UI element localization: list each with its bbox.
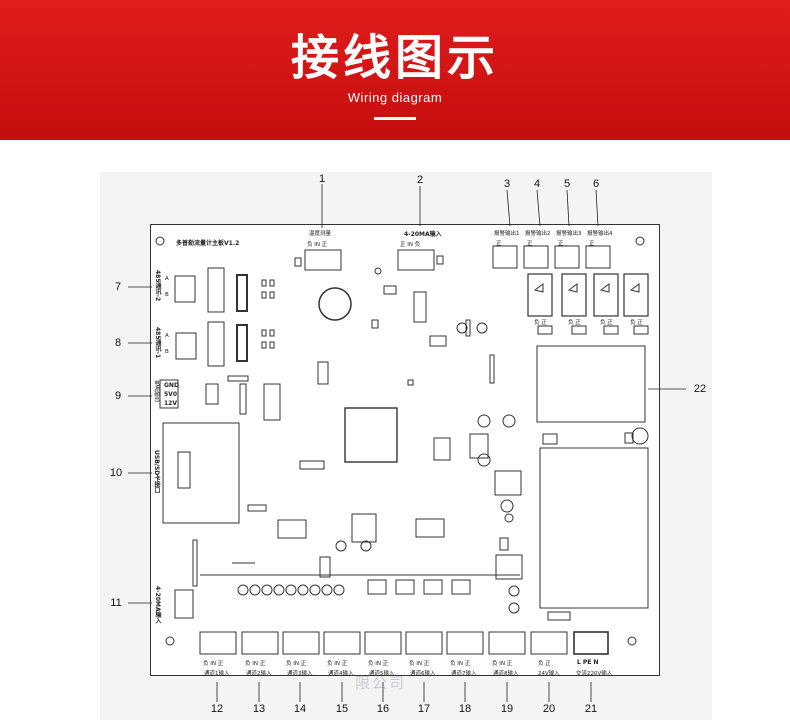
power-pin-5v: 5V0 [164, 391, 177, 398]
power-output-label: 电源输出 [153, 380, 159, 402]
callout-20: 20 [542, 703, 556, 715]
callout-9: 9 [114, 390, 122, 402]
callout-14: 14 [293, 703, 307, 715]
relay-3-pins: 负 正 [600, 320, 613, 326]
alarm-output-1-label: 报警输出1 [494, 231, 520, 237]
callout-21: 21 [584, 703, 598, 715]
rs485-2-pin-a: A [165, 276, 169, 282]
alarm-output-4-label: 报警输出4 [587, 231, 613, 237]
callout-22: 22 [693, 383, 707, 395]
relay-1-pins: 负 正 [534, 320, 547, 326]
callout-8: 8 [114, 337, 122, 349]
analog-input-label: 4-20MA输入 [404, 231, 442, 238]
callout-17: 17 [417, 703, 431, 715]
alarm-output-2-label: 报警输出2 [525, 231, 551, 237]
channel-4-label: 通道4输入 [328, 671, 354, 677]
callout-11: 11 [110, 597, 122, 609]
alarm-2-pin: 正 [527, 241, 533, 247]
banner-subtitle: Wiring diagram [347, 90, 443, 105]
callout-15: 15 [335, 703, 349, 715]
alarm-4-pin: 正 [589, 241, 595, 247]
callout-10: 10 [109, 467, 123, 479]
callout-19: 19 [500, 703, 514, 715]
rs485-2-pin-b: B [165, 292, 169, 298]
alarm-3-pin: 正 [558, 241, 564, 247]
callout-4: 4 [533, 178, 541, 190]
callout-12: 12 [210, 703, 224, 715]
relay-2-pins: 负 正 [568, 320, 581, 326]
board-title: 多普勒流量计主板V1.2 [176, 240, 240, 247]
channel-7-label: 通道7输入 [451, 671, 477, 677]
channel-3-pins: 负 IN 正 [286, 661, 307, 667]
channel-5-label: 通道5输入 [369, 671, 395, 677]
channel-8-pins: 负 IN 正 [492, 661, 513, 667]
rs485-1-pin-b: B [165, 349, 169, 355]
dc24v-pins: 负 正 [538, 661, 551, 667]
channel-4-pins: 负 IN 正 [327, 661, 348, 667]
usb-sd-label: USB/SD卡接口 [153, 450, 160, 494]
header-banner: 接线图示 Wiring diagram [0, 0, 790, 140]
callout-3: 3 [503, 178, 511, 190]
analog-input-pins: 正 IN 负 [400, 242, 421, 248]
relay-4-pins: 负 正 [630, 320, 643, 326]
rs485-1-label: 485通讯-1 [154, 327, 161, 359]
callout-1: 1 [318, 173, 326, 185]
banner-underline [374, 117, 416, 120]
rs485-1-pin-a: A [165, 333, 169, 339]
rs485-2-label: 485通讯-2 [154, 270, 161, 302]
callout-18: 18 [458, 703, 472, 715]
circuit-board [150, 224, 660, 676]
ac220v-pins: L PE N [577, 659, 599, 666]
callout-5: 5 [563, 178, 571, 190]
banner-title: 接线图示 [290, 30, 499, 86]
alarm-1-pin: 正 [496, 241, 502, 247]
callout-16: 16 [376, 703, 390, 715]
alarm-output-3-label: 报警输出3 [556, 231, 582, 237]
channel-7-pins: 负 IN 正 [450, 661, 471, 667]
channel-6-pins: 负 IN 正 [409, 661, 430, 667]
temp-input-pins: 负 IN 正 [307, 242, 328, 248]
channel-1-pins: 负 IN 正 [203, 661, 224, 667]
channel-5-pins: 负 IN 正 [368, 661, 389, 667]
temp-input-label: 温度测量 [309, 231, 332, 237]
callout-2: 2 [416, 174, 424, 186]
channel-2-label: 通道2输入 [246, 671, 272, 677]
channel-3-label: 通道3输入 [287, 671, 313, 677]
power-pin-12v: 12V [164, 400, 177, 407]
ac220v-label: 交流220V输入 [576, 671, 613, 677]
callout-7: 7 [114, 281, 122, 293]
power-pin-gnd: GND [164, 382, 179, 389]
channel-1-label: 通道1输入 [204, 671, 230, 677]
dc24v-label: 24V输入 [538, 671, 560, 677]
channel-8-label: 通道8输入 [493, 671, 519, 677]
channel-6-label: 通道6输入 [410, 671, 436, 677]
callout-13: 13 [252, 703, 266, 715]
callout-6: 6 [592, 178, 600, 190]
left-analog-input-label: 4-20MA输入 [154, 586, 161, 624]
watermark: 限公司 [355, 674, 407, 692]
channel-2-pins: 负 IN 正 [245, 661, 266, 667]
